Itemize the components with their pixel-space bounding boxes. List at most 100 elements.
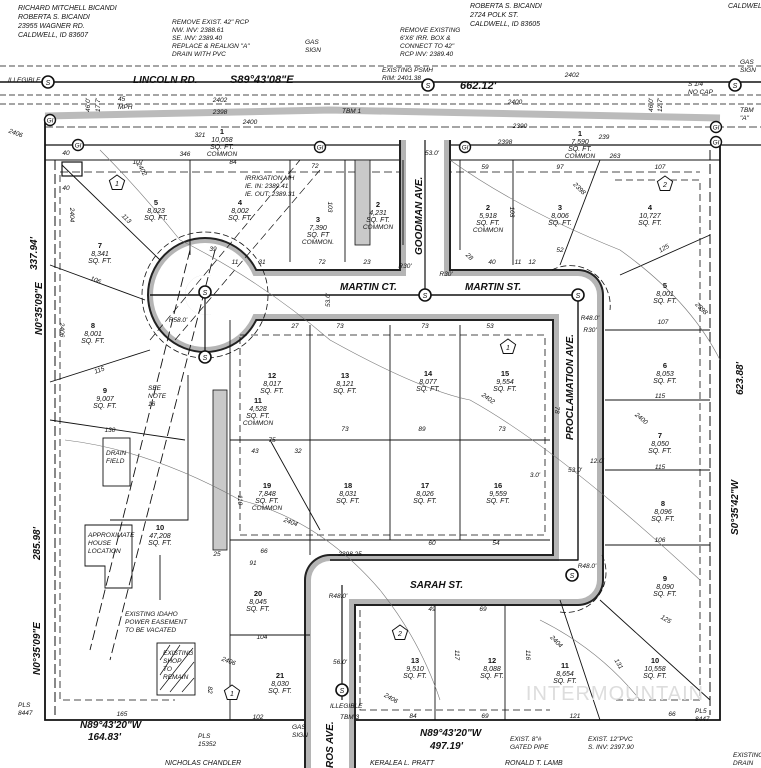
lot-area: 8,096 [654,509,672,516]
inlet-symbol-letter: GI [462,145,469,152]
lot-area-unit: SQ. FT. [653,591,677,598]
dimension-label: 66 [260,548,268,555]
dimension-label: 40 [62,185,70,192]
curve-label: 53.0' [325,292,332,307]
annotation-note: TBM [740,107,754,114]
lot-area: 7,390 [309,225,327,232]
lot-number: 13 [341,371,349,380]
contour-elevation: 2404 [282,516,299,528]
curve-label: 12.0' [590,458,605,465]
sewer-manhole-icon [198,285,212,299]
lot-number: 10 [156,523,164,532]
dimension-label: 115 [93,365,105,375]
inlet-symbol-letter: GI [47,118,54,125]
annotation-note: REMAIN [163,674,189,681]
annotation-note: DRAIN [106,450,127,457]
owner-label: RICHARD MITCHELL BICANDI [18,5,117,12]
lot-area-unit: SQ. FT. [333,388,357,395]
owner-label: 2724 POLK ST. [469,12,518,19]
sewer-manhole-icon [728,78,742,92]
lot-area: 10,058 [211,137,233,144]
owner-label: ROBERTA S. BICANDI [18,14,90,21]
block-marker-icon [223,684,241,700]
lot-area-unit: SQ. FT. [228,215,252,222]
annotation-note: PL5 [695,708,707,715]
sewer-manhole-icon [421,78,435,92]
contour-elevation: 2402 [479,391,496,406]
sewer-symbol-letter: S [426,83,431,90]
annotation-note: FIELD [106,458,125,465]
curve-label: 46.0' [85,97,92,112]
lot-area: 4,231 [369,210,387,217]
curve-label: R30' [583,327,597,334]
annotation-note: CONNECT TO 42" [400,43,455,50]
lot-area-unit: SQ. FT. [648,448,672,455]
sewer-symbol-letter: S [576,293,581,300]
dimension-label: 89 [418,426,426,433]
contour-elevation: 2402 [564,72,580,79]
lot-area: 8,077 [419,379,438,386]
annotation-note: PLS [18,702,31,709]
subdivision-boundary [44,120,721,721]
lot-area-unit: SQ. FT. [476,220,500,227]
lot-area-unit: SQ. FT. [653,298,677,305]
annotation-note: S. INV: 2397.90 [588,744,634,751]
lot-number: 14 [424,369,433,378]
boundary-bearing: S0°35'42"W [730,478,741,535]
annotation-note: DRAIN [733,760,754,767]
boundary-bearing: N89°43'20"W [420,728,483,739]
lot-area: 8,017 [263,381,282,388]
lot-number: 13 [411,656,419,665]
annotation-note: EXISTING [163,650,193,657]
annotation-note: EXISTING [733,752,761,759]
block-marker-icon [391,624,409,640]
lot-number: 4 [238,198,243,207]
contour-elevation: 2402 [212,97,228,104]
annotation-note: "A" [740,115,750,122]
dimension-label: 263 [609,153,621,160]
annotation-note: NO CAP [688,89,714,96]
lot-number: 11 [561,661,569,670]
lot-number: 8 [661,499,665,508]
boundary-bearing: 164.83' [88,732,122,743]
gas-inlet-icon [43,113,57,127]
lot-number: 21 [276,671,284,680]
curve-label: 2398.25 [337,551,362,558]
annotation-note: PLS [198,733,211,740]
contour-elevation: 2398 [497,139,513,146]
annotation-note: SIGN [292,732,308,739]
lot-number: 20 [254,589,262,598]
dimension-label: 40 [62,150,70,157]
contour-elevation: 2406 [7,127,24,139]
sewer-manhole-icon [335,683,349,697]
lot-area-unit: SQ. FT. [486,498,510,505]
annotation-note: APPROXIMATE [87,532,135,539]
annotation-note: TBM 3 [340,714,360,721]
lot-area: 8,045 [249,599,267,606]
lot-area: 8,341 [91,251,109,258]
street-name: MARTIN CT. [340,282,397,293]
dimension-label: 107 [655,164,666,171]
dimension-label: 43 [251,448,259,455]
annotation-note: RCP INV: 2389.40 [400,51,453,58]
contour-elevation: 2406 [382,692,399,706]
annotation-note: HOUSE [88,540,112,547]
lot-area-unit: SQ. FT. [255,498,279,505]
annotation-note: ILLEGIBLE [330,703,363,710]
lot-area-unit: SQ. FT. [643,673,667,680]
inlet-symbol-letter: GI [713,140,720,147]
block-number: 1 [230,691,234,698]
lot-area: 8,006 [551,213,569,220]
lot-note: COMMON [207,151,238,158]
dimension-label: 116 [524,650,531,661]
contour-elevation: 2390 [512,123,528,130]
boundary-bearing: 497.19' [429,741,464,752]
annotation-note: IE. IN: 2389.41 [245,183,289,190]
street-name: GOODMAN AVE. [414,177,425,255]
lot-area-unit: SQ. FT. [210,144,234,151]
plat-linework [0,65,761,768]
lot-area: 9,559 [489,491,507,498]
lot-number: 1 [220,127,224,136]
lot-area: 8,030 [271,681,289,688]
